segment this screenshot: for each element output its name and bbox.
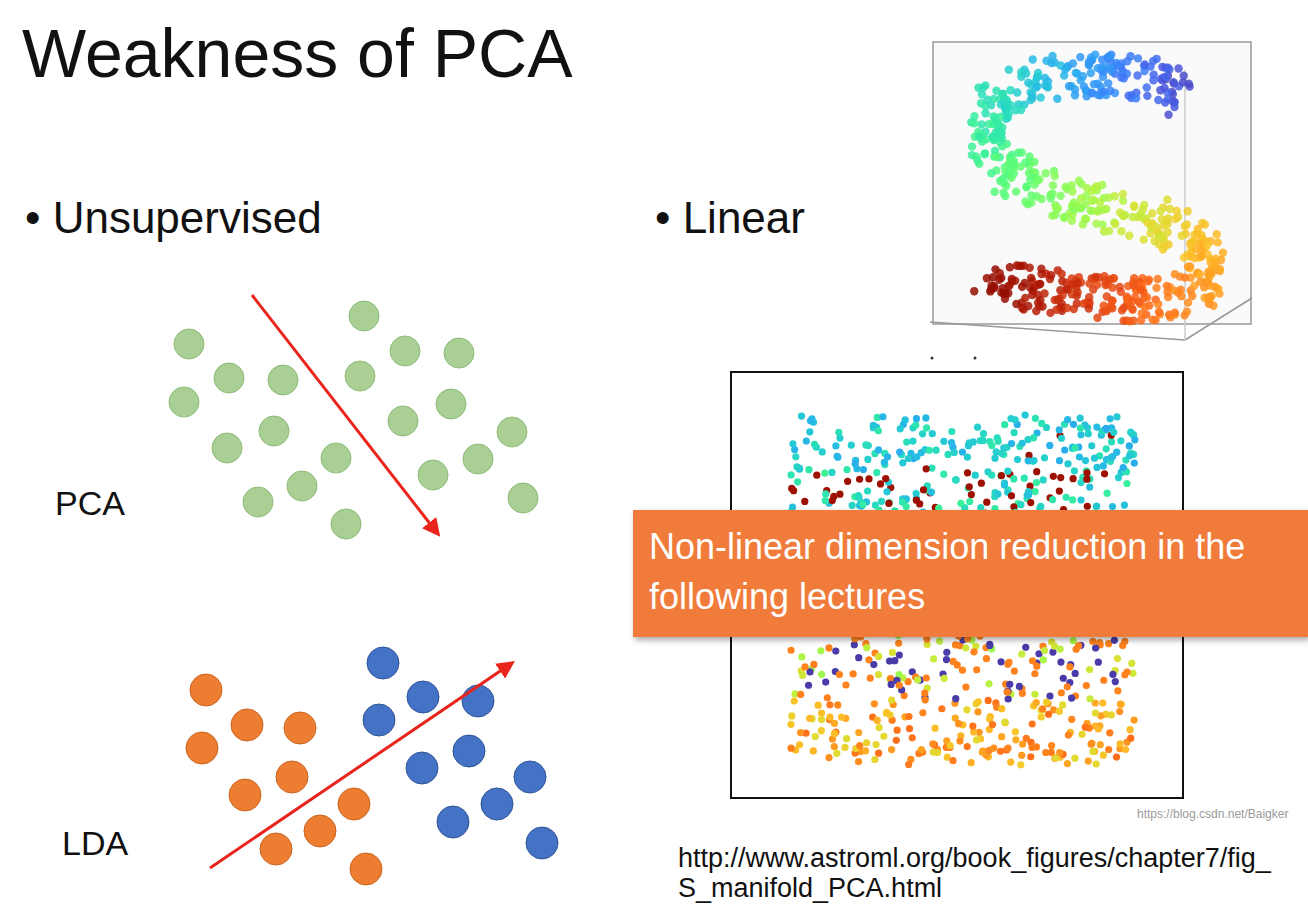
pca-direction-arrow <box>252 295 438 534</box>
bullet-point: • Linear <box>655 193 805 244</box>
watermark: https://blog.csdn.net/Baigker <box>1137 808 1288 822</box>
lda-direction-arrow <box>210 663 512 868</box>
method-label: LDA <box>62 824 128 863</box>
source-url: http://www.astroml.org/book_figures/chap… <box>678 843 1278 903</box>
s-manifold-frame <box>930 42 1252 340</box>
pca-scatter <box>169 301 538 539</box>
slide-title: Weakness of PCA <box>22 14 573 92</box>
bullet-point: • Unsupervised <box>25 193 322 244</box>
lda-class-b <box>363 647 558 859</box>
method-label: PCA <box>55 484 125 523</box>
s-manifold-points <box>967 50 1227 325</box>
banner-text: Non-linear dimension reduction in the fo… <box>649 522 1249 623</box>
callout-banner: Non-linear dimension reduction in the fo… <box>633 510 1308 637</box>
axis-tick <box>931 357 934 360</box>
lda-class-a <box>186 674 382 885</box>
axis-tick <box>974 357 977 360</box>
